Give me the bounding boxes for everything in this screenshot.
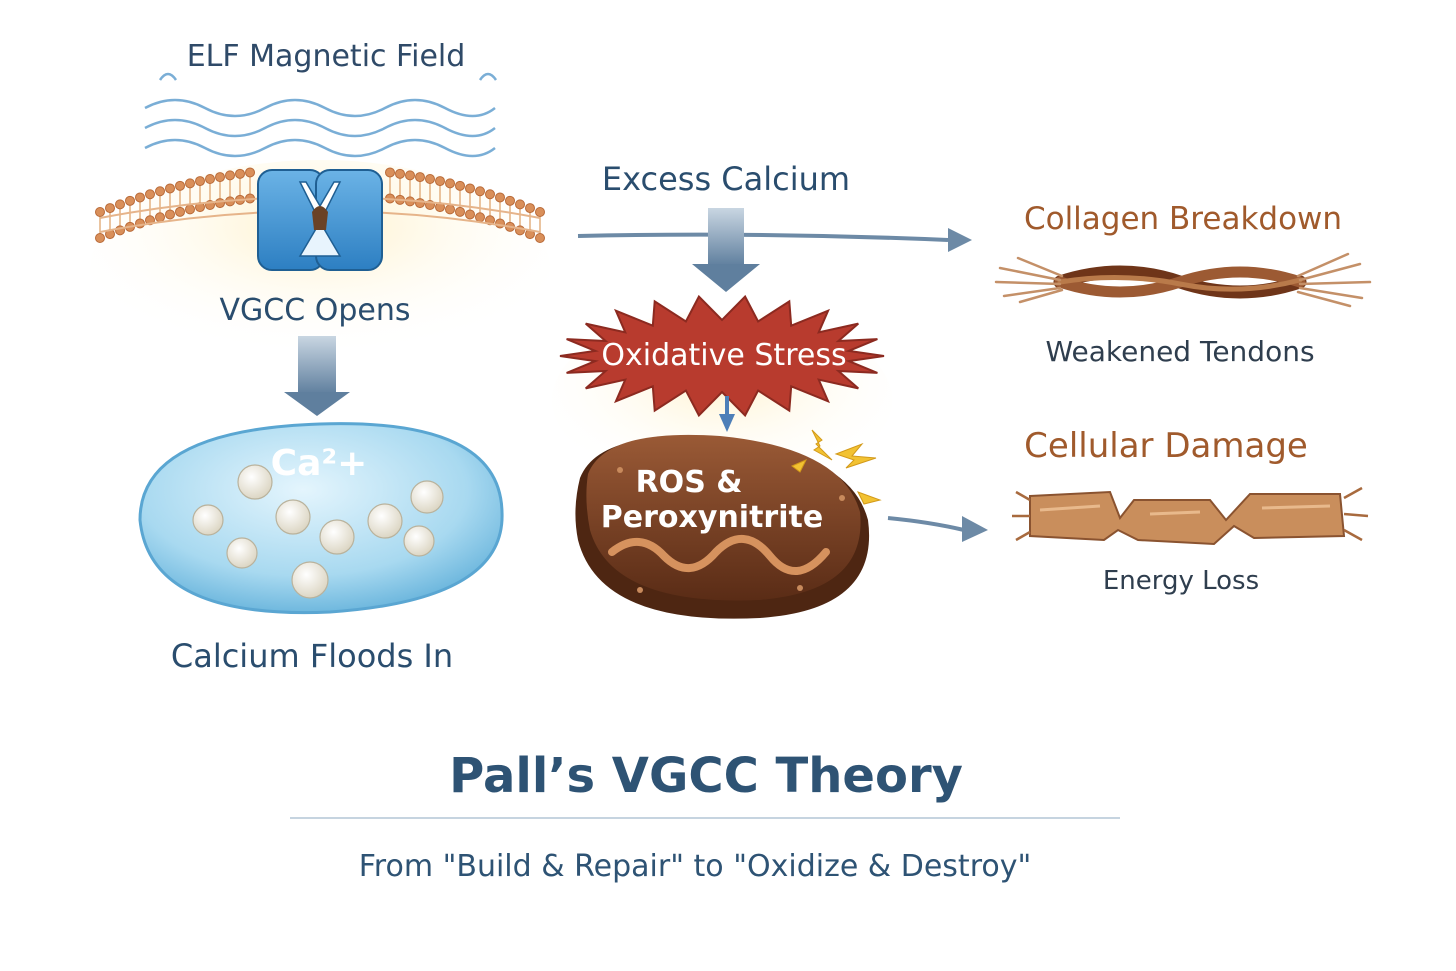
ion-channel-icon bbox=[257, 169, 383, 271]
label-elf-field: ELF Magnetic Field bbox=[186, 39, 466, 74]
diagram-subtitle: From "Build & Repair" to "Oxidize & Dest… bbox=[358, 849, 1032, 884]
right-arrow-top bbox=[577, 228, 972, 252]
label-oxidative-stress: Oxidative Stress bbox=[601, 338, 847, 373]
starburst-icon bbox=[559, 294, 885, 418]
label-ca-ion: Ca²+ bbox=[270, 443, 368, 484]
mitochondrion-icon bbox=[575, 434, 870, 619]
collagen-fiber-icon bbox=[994, 252, 1372, 308]
label-energy-loss: Energy Loss bbox=[1102, 566, 1260, 596]
lightning-icon bbox=[791, 429, 882, 505]
down-arrow-center bbox=[692, 208, 760, 292]
label-collagen-breakdown: Collagen Breakdown bbox=[1023, 201, 1343, 237]
vesicle-icon bbox=[138, 422, 504, 615]
down-arrow-left bbox=[284, 336, 350, 416]
right-arrow-bottom bbox=[887, 516, 988, 542]
membrane-glow bbox=[90, 160, 550, 380]
membrane-icon bbox=[95, 167, 545, 243]
label-cellular-damage: Cellular Damage bbox=[1024, 426, 1308, 466]
label-vgcc-opens: VGCC Opens bbox=[219, 293, 411, 328]
label-ros: ROS & bbox=[635, 465, 743, 500]
label-calcium-floods-in: Calcium Floods In bbox=[170, 637, 454, 675]
label-peroxynitrite: Peroxynitrite bbox=[600, 500, 824, 535]
small-down-arrow bbox=[719, 396, 735, 432]
diagram-title: Pall’s VGCC Theory bbox=[449, 748, 963, 804]
damaged-fiber-icon bbox=[1012, 486, 1369, 546]
wave-icon bbox=[144, 72, 498, 158]
label-weakened-tendons: Weakened Tendons bbox=[1045, 335, 1315, 368]
label-excess-calcium: Excess Calcium bbox=[601, 160, 851, 198]
